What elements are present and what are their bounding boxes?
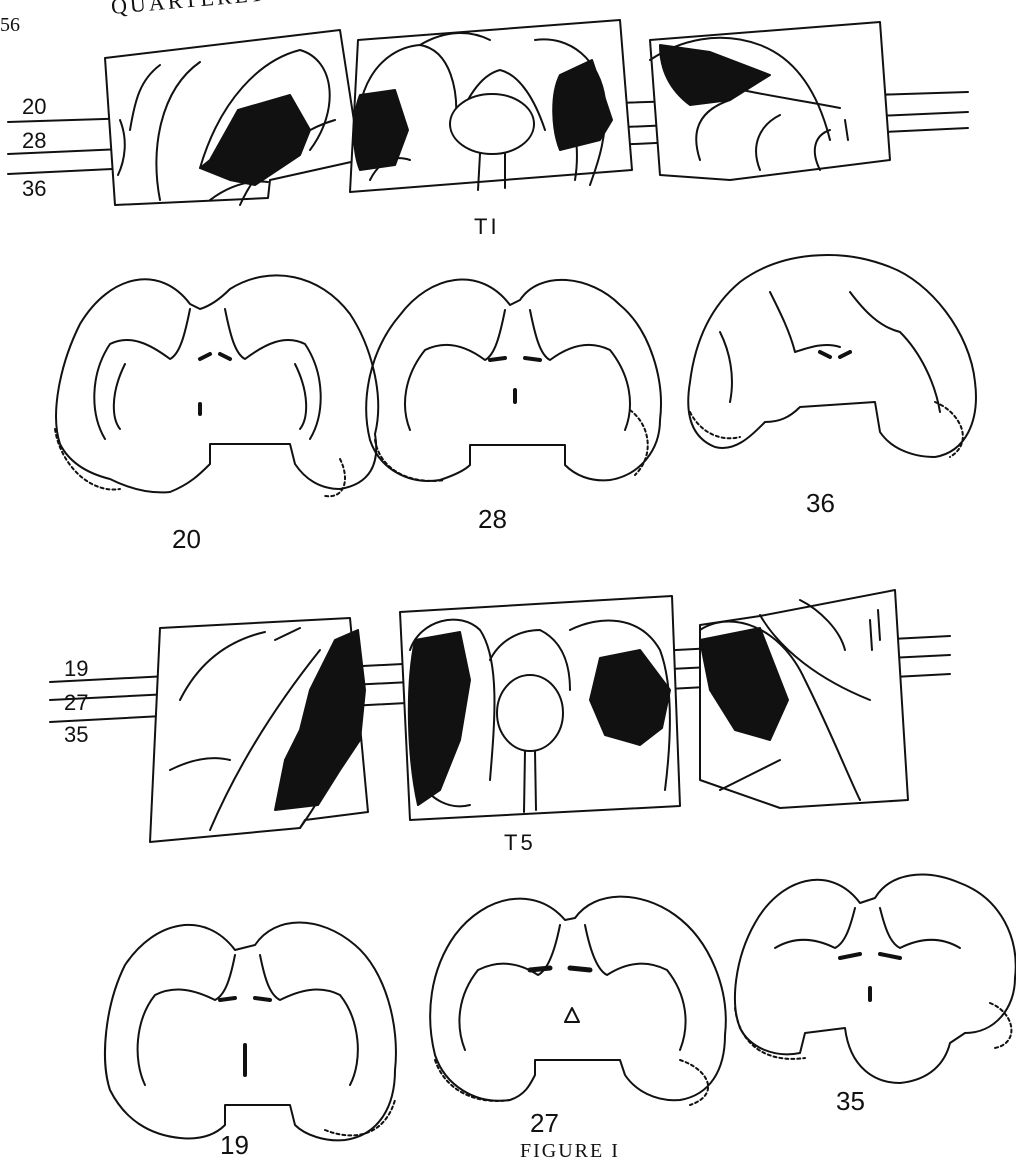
section-label: 20 <box>172 524 201 555</box>
coronal-section-35 <box>735 875 1016 1083</box>
panel-label: TI <box>474 214 500 240</box>
ventral-view-center <box>350 20 632 192</box>
panel-label: T5 <box>504 830 536 856</box>
lateral-view-left <box>150 618 368 842</box>
level-label: 36 <box>22 176 46 202</box>
coronal-section-20 <box>55 275 378 496</box>
lateral-view-left <box>105 30 360 205</box>
level-label: 20 <box>22 94 46 120</box>
figure-caption: FIGURE I <box>520 1140 620 1163</box>
section-label: 36 <box>806 488 835 519</box>
level-label: 19 <box>64 656 88 682</box>
level-label: 28 <box>22 128 46 154</box>
level-label: 35 <box>64 722 88 748</box>
lateral-view-right <box>700 590 908 808</box>
section-label: 28 <box>478 504 507 535</box>
section-label: 19 <box>220 1130 249 1161</box>
coronal-section-36 <box>688 255 976 457</box>
lateral-view-right <box>650 22 890 180</box>
coronal-section-28 <box>366 280 661 481</box>
section-label: 27 <box>530 1108 559 1139</box>
level-label: 27 <box>64 690 88 716</box>
coronal-section-27 <box>430 897 726 1105</box>
ventral-view-center <box>400 596 680 820</box>
coronal-section-19 <box>105 923 396 1141</box>
brain-surface-view-t5 <box>50 590 950 842</box>
section-label: 35 <box>836 1086 865 1117</box>
brain-surface-view-t1 <box>8 20 968 205</box>
